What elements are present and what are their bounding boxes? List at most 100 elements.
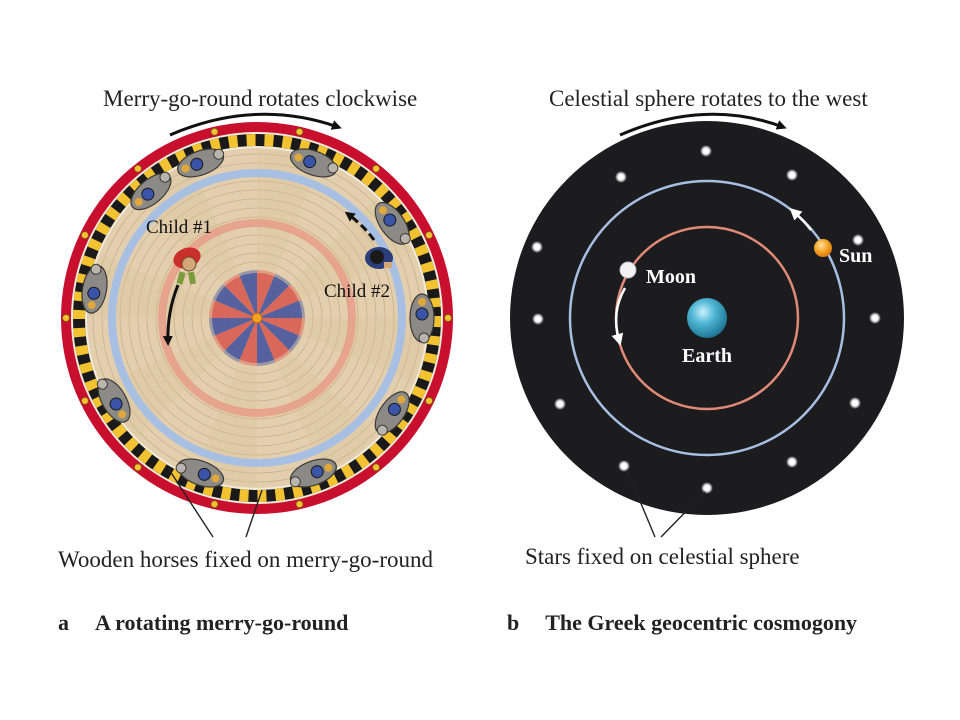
rim-stud (372, 463, 380, 472)
horse-head (418, 332, 430, 344)
horse-pole-base (324, 463, 333, 472)
pinwheel-wedge (257, 273, 291, 318)
center-pinwheel (206, 267, 308, 369)
horse-pole-base (134, 197, 143, 206)
horse (289, 458, 337, 488)
pinwheel-wedge (257, 318, 276, 366)
moon-arrow (611, 287, 627, 346)
star (621, 463, 627, 469)
horse-saddle (303, 155, 317, 169)
star (872, 315, 878, 321)
rim-stud (295, 500, 304, 509)
panel-b-callout: Stars fixed on celestial sphere (525, 544, 800, 569)
horse (96, 378, 131, 423)
pinwheel-wedge (257, 284, 302, 318)
horse-saddle (310, 465, 324, 479)
horse-saddle (109, 397, 123, 411)
horse-saddle (383, 213, 397, 227)
sun-label: Sun (839, 245, 872, 267)
star-callout-line-1 (626, 469, 656, 538)
rim-stud (425, 396, 433, 405)
sun-arrow (789, 207, 812, 231)
child-2-arrow (344, 211, 376, 241)
pinwheel-wedge (238, 318, 257, 366)
horse-saddle (387, 402, 401, 416)
star-callout-line-2 (660, 491, 706, 538)
clockwise-arrow (169, 112, 342, 137)
rim-stud (372, 164, 380, 173)
horse-pole-base (211, 474, 220, 483)
horse-head (159, 171, 171, 183)
floor-ring (182, 243, 332, 393)
westward-arrow (619, 112, 787, 137)
horse-saddle (415, 307, 429, 321)
pinwheel-wedge (209, 318, 257, 337)
star (789, 459, 795, 465)
panel-b-title: Celestial sphere rotates to the west (549, 86, 868, 111)
star (704, 485, 710, 491)
pinwheel-wedge (223, 273, 257, 318)
horse-head (327, 162, 339, 174)
floor-ring (191, 252, 323, 384)
panel-a-letter: a (58, 610, 69, 635)
moon (619, 261, 637, 279)
horse-pole-base (418, 298, 426, 306)
floor-ring (146, 207, 368, 429)
horse (409, 293, 435, 344)
horse-head (399, 233, 411, 245)
star (618, 174, 624, 180)
floor-ring (137, 198, 377, 438)
rim-stud (134, 164, 142, 173)
horse-head (90, 263, 102, 275)
rim-stud (62, 314, 70, 322)
horse-saddle (190, 157, 204, 171)
pinwheel-wedge (209, 299, 257, 318)
moon-label: Moon (646, 266, 696, 288)
celestial-sphere: Earth Moon Sun (510, 112, 904, 538)
horse (177, 148, 225, 178)
pinwheel-wedge (257, 318, 305, 337)
pinwheel-wedge (212, 318, 257, 352)
horse (130, 171, 172, 211)
child-2-label: Child #2 (324, 281, 390, 302)
panel-a-title: Merry-go-round rotates clockwise (103, 86, 418, 111)
inner-red-path (158, 219, 356, 417)
floor-ring (173, 234, 341, 402)
pinwheel-wedge (257, 318, 302, 352)
floor-ring (119, 180, 395, 456)
star (535, 316, 541, 322)
striped-band-yellow (73, 134, 441, 502)
horse-pole-base (87, 301, 96, 310)
horse-head (376, 424, 388, 436)
pinwheel-wedge (238, 270, 257, 318)
callout-line-2 (245, 489, 263, 538)
sun-orbit (568, 179, 846, 457)
horse-pole-base (118, 410, 127, 419)
sun (814, 239, 832, 257)
wooden-horses (62, 127, 452, 509)
horse-head (175, 462, 187, 474)
child-1-label: Child #1 (146, 217, 212, 238)
star (534, 244, 540, 250)
horse-saddle (141, 187, 155, 201)
merry-go-round: Child #1 Child #2 (61, 112, 453, 538)
star (855, 237, 861, 243)
child-1-arrow (162, 284, 180, 346)
rim-stud (210, 127, 219, 136)
earth (687, 298, 727, 338)
outer-blue-path (108, 169, 406, 467)
floor-ring (128, 189, 386, 447)
horse-pole-base (378, 206, 387, 215)
horse-pole-base (181, 164, 190, 173)
star (789, 172, 795, 178)
horse-saddle (87, 286, 101, 300)
horse (175, 458, 225, 488)
horse (374, 201, 411, 245)
rim-stud (81, 231, 89, 240)
star (852, 400, 858, 406)
horse-pole-base (294, 153, 303, 162)
star (703, 148, 709, 154)
horse-pole-base (397, 395, 406, 404)
